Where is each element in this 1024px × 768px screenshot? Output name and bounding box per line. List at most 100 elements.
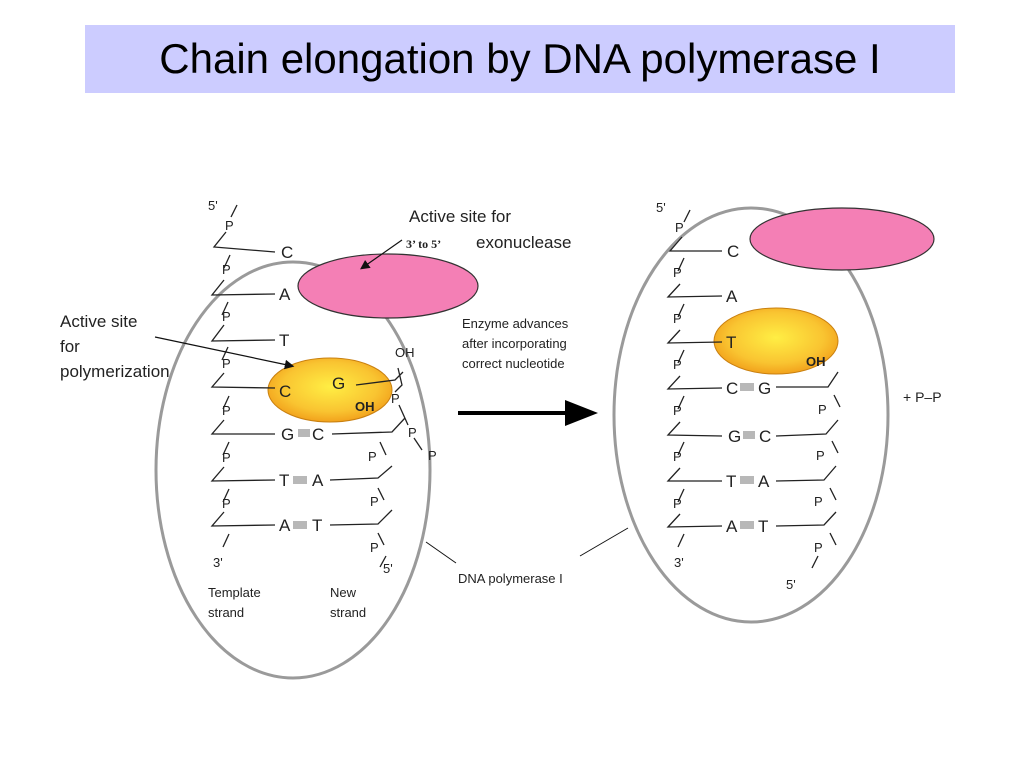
dna-polymerase-leader-left xyxy=(425,541,457,564)
five-prime-label: 5' xyxy=(656,200,666,215)
base-label: C xyxy=(726,379,738,398)
left-pair-rungs xyxy=(293,429,310,529)
three-prime-label: 3' xyxy=(674,555,684,570)
base-label: A xyxy=(312,471,324,490)
phosphate-label: P xyxy=(222,450,231,465)
phosphate-label: P xyxy=(222,356,231,371)
base-label: C xyxy=(279,382,291,401)
base-label: A xyxy=(279,516,291,535)
phosphate-label: P xyxy=(816,448,825,463)
phosphate-label: P xyxy=(675,220,684,235)
phosphate-label: P xyxy=(370,494,379,509)
new-bases-right: G C A T xyxy=(758,379,771,536)
exo-direction-label: 3’ to 5’ xyxy=(406,237,441,251)
three-prime-label: 3' xyxy=(213,555,223,570)
phosphate-label: P xyxy=(408,425,417,440)
base-label: A xyxy=(758,472,770,491)
polymerization-site-right xyxy=(713,307,839,375)
phosphate-label: P xyxy=(222,496,231,511)
five-prime-label: 5' xyxy=(208,198,218,213)
phosphate-label: P xyxy=(673,496,682,511)
base-label: G xyxy=(332,374,345,393)
phosphate-label: P xyxy=(391,391,400,406)
base-label: T xyxy=(279,331,289,350)
dna-polymerase-label: DNA polymerase I xyxy=(458,571,563,586)
enzyme-advances-label: after incorporating xyxy=(462,336,567,351)
base-label: A xyxy=(726,517,738,536)
enzyme-advances-label: Enzyme advances xyxy=(462,316,569,331)
strand-captions: Template strand New strand xyxy=(208,585,366,620)
phosphate-label: P xyxy=(673,311,682,326)
five-prime-label: 5' xyxy=(383,561,393,576)
polymerization-label: for xyxy=(60,337,80,356)
phosphate-label: P xyxy=(814,494,823,509)
right-pair-rungs xyxy=(740,383,755,529)
strand-end-labels-right: 5' 3' 5' xyxy=(656,200,796,592)
title-bar: Chain elongation by DNA polymerase I xyxy=(85,25,955,93)
template-strand-label: Template xyxy=(208,585,261,600)
new-strand-label: New xyxy=(330,585,357,600)
five-prime-label: 5' xyxy=(786,577,796,592)
new-bases-left: G C A T xyxy=(312,374,345,535)
polymerization-site-left xyxy=(267,357,393,423)
base-label: C xyxy=(281,243,293,262)
new-strand-label: strand xyxy=(330,605,366,620)
dna-polymerase-outline-right xyxy=(612,206,890,624)
base-label: T xyxy=(726,333,736,352)
phosphate-label: P xyxy=(673,449,682,464)
phosphate-label: P xyxy=(222,262,231,277)
phosphate-label: P xyxy=(368,449,377,464)
phosphate-label: P xyxy=(673,403,682,418)
base-label: G xyxy=(728,427,741,446)
base-label: T xyxy=(312,516,322,535)
base-label: A xyxy=(279,285,291,304)
template-bases-right: C A T C G T A xyxy=(726,242,741,536)
base-label: T xyxy=(726,472,736,491)
hydroxyl-label: OH xyxy=(355,399,375,414)
dna-polymerase-leader-right xyxy=(579,527,629,557)
polymerization-leader xyxy=(154,336,295,370)
exonuclease-label: Active site for xyxy=(409,207,511,226)
left-panel: P P P P P P P P P P P P P C A T C G T A … xyxy=(154,198,479,680)
annotations: Active site for exonuclease 3’ to 5’ Act… xyxy=(60,207,942,586)
new-strand-left xyxy=(329,367,423,568)
exonuclease-site-right xyxy=(749,207,935,271)
strand-end-labels-left: 5' 3' 5' xyxy=(208,198,393,576)
base-label: G xyxy=(281,425,294,444)
template-strand-right xyxy=(666,209,723,548)
enzyme-advances-label: correct nucleotide xyxy=(462,356,565,371)
template-strand-label: strand xyxy=(208,605,244,620)
phosphate-label: P xyxy=(673,265,682,280)
exonuclease-site-left xyxy=(297,253,479,319)
phosphate-label: P xyxy=(428,448,437,463)
polymerization-label: Active site xyxy=(60,312,137,331)
base-label: A xyxy=(726,287,738,306)
phosphate-labels-left: P P P P P P P P P P P P P xyxy=(222,218,437,555)
phosphate-label: P xyxy=(222,403,231,418)
phosphate-label: P xyxy=(225,218,234,233)
phosphate-label: P xyxy=(673,357,682,372)
template-bases-left: C A T C G T A xyxy=(279,243,294,535)
base-label: C xyxy=(759,427,771,446)
pyrophosphate-label: + P–P xyxy=(903,389,942,405)
base-label: C xyxy=(727,242,739,261)
exonuclease-label: exonuclease xyxy=(476,233,571,252)
phosphate-label: P xyxy=(222,309,231,324)
hydroxyl-labels-left: OH OH xyxy=(355,345,415,414)
phosphate-label: P xyxy=(370,540,379,555)
base-label: T xyxy=(758,517,768,536)
hydroxyl-label: OH xyxy=(806,354,826,369)
base-label: T xyxy=(279,471,289,490)
hydroxyl-label: OH xyxy=(395,345,415,360)
phosphate-label: P xyxy=(818,402,827,417)
dna-polymerase-outline-left xyxy=(154,260,432,680)
advance-arrow-head xyxy=(565,400,598,426)
polymerization-label: polymerization xyxy=(60,362,170,381)
base-label: C xyxy=(312,425,324,444)
new-strand-right xyxy=(775,371,841,569)
slide-title: Chain elongation by DNA polymerase I xyxy=(159,35,881,82)
phosphate-label: P xyxy=(814,540,823,555)
phosphate-labels-right: P P P P P P P P P P P xyxy=(673,220,827,555)
template-strand-left xyxy=(210,204,276,548)
